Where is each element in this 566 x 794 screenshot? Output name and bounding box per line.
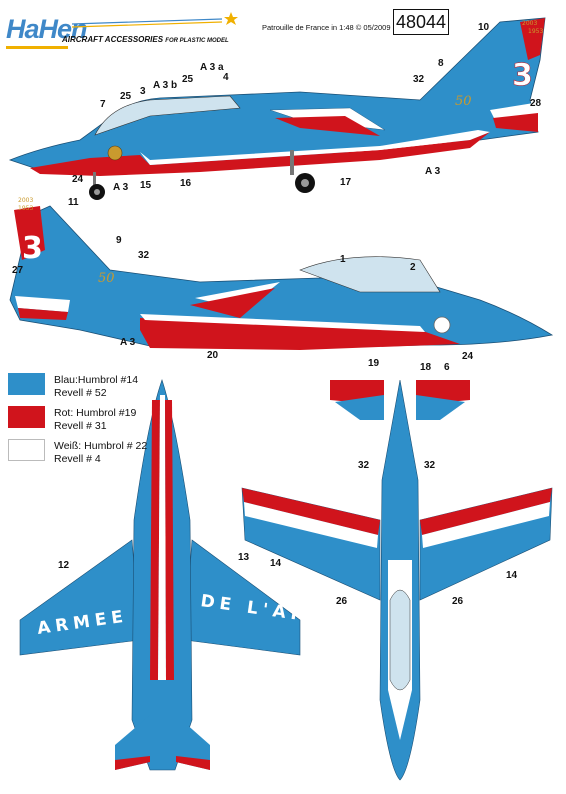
callout: 2 — [410, 262, 416, 273]
callout: 17 — [340, 177, 352, 188]
scale-copyright: Patrouille de France in 1:48 © 05/2009 — [262, 23, 391, 32]
callout: 11 — [68, 197, 79, 208]
legend-white: Weiß: Humbrol # 22 Revell # 4 — [54, 440, 174, 466]
tail-red-stripe — [493, 113, 538, 132]
callout: 24 — [462, 351, 474, 362]
callout: 32 — [138, 250, 150, 261]
fin-tip-red — [520, 18, 545, 60]
tail-number-2: 3 — [22, 231, 43, 266]
white-band — [140, 130, 490, 165]
sheet-number: 48044 — [393, 9, 449, 35]
main-gear-strut — [290, 150, 294, 175]
callout: 28 — [530, 98, 542, 109]
callout: 14 — [506, 570, 518, 581]
callout: 10 — [478, 22, 490, 33]
callouts-bottom: 11 9 32 27 1 2 A 3 20 19 18 6 24 — [12, 197, 474, 373]
callout: 26 — [336, 596, 348, 607]
callout: A 3 — [120, 337, 136, 348]
tail-number: 3 — [512, 58, 533, 93]
tail-anniversary: 50 — [455, 94, 472, 109]
lower-red-band — [30, 132, 490, 176]
callout: A 3 a — [200, 62, 224, 73]
fuselage-blue — [8, 17, 546, 173]
callout: A 3 — [425, 166, 441, 177]
callout: 24 — [72, 174, 84, 185]
legend-red-line1: Rot: Humbrol #19 — [54, 407, 137, 419]
tail-anniversary-2: 50 — [98, 271, 115, 286]
callout: 20 — [207, 350, 219, 361]
legend-swatch-white — [8, 439, 45, 461]
callout: 1 — [340, 254, 346, 265]
fin-tip-red-2 — [14, 206, 45, 260]
callout: A 3 — [113, 182, 129, 193]
tail-white-stripe-2 — [15, 296, 70, 312]
callout: 15 — [140, 180, 152, 191]
legend-white-line2: Revell # 4 — [54, 453, 101, 465]
legend-swatch-red — [8, 406, 45, 428]
callout: 6 — [444, 362, 450, 373]
tail-year-bottom-2: 1953 — [18, 205, 33, 212]
planform-upper — [241, 379, 553, 781]
callout: 25 — [120, 91, 132, 102]
tail-year-top-2: 2003 — [18, 197, 33, 204]
wing-red-flash-2 — [190, 288, 275, 318]
callout: A 3 b — [153, 80, 177, 91]
tailplane-right — [176, 715, 210, 770]
lower-red-band-2 — [140, 318, 460, 350]
callout: 27 — [12, 265, 24, 276]
callout: 32 — [413, 74, 425, 85]
callout: 3 — [140, 86, 146, 97]
callout: 16 — [180, 178, 192, 189]
subtitle-small: FOR PLASTIC MODEL — [165, 38, 229, 44]
callout: 7 — [100, 99, 106, 110]
planform-underside: ARMEE DE L'AIR — [19, 379, 321, 771]
callout: 18 — [420, 362, 432, 373]
legend-swatch-blue — [8, 373, 45, 395]
tail-year-bottom: 1953 — [528, 28, 543, 35]
tailplane-left — [115, 715, 150, 770]
logo-underline — [6, 46, 68, 49]
tail-year-top: 2003 — [522, 20, 537, 27]
callout: 32 — [424, 460, 436, 471]
callout: 14 — [270, 558, 282, 569]
legend-blue: Blau:Humbrol #14 Revell # 52 — [54, 374, 174, 400]
legend-blue-line1: Blau:Humbrol #14 — [54, 374, 139, 386]
callout: 9 — [116, 235, 122, 246]
callouts-top: 10 8 32 28 A 3 a 4 A 3 b 25 3 25 7 24 A … — [72, 22, 542, 193]
legend-white-line1: Weiß: Humbrol # 22 — [54, 440, 148, 452]
callouts-planform: 12 13 32 32 14 14 26 26 — [58, 460, 518, 607]
callout: 32 — [358, 460, 370, 471]
roundel-icon — [433, 316, 451, 334]
legend-red: Rot: Humbrol #19 Revell # 31 — [54, 407, 174, 433]
legend-blue-line2: Revell # 52 — [54, 387, 107, 399]
callout: 8 — [438, 58, 444, 69]
callout: 26 — [452, 596, 464, 607]
subtitle-main: AIRCRAFT ACCESSORIES — [62, 35, 164, 44]
callout: 25 — [182, 74, 194, 85]
profile-right-side: 3 50 2003 1953 — [9, 197, 554, 350]
callout: 13 — [238, 552, 250, 563]
callout: 19 — [368, 358, 380, 369]
upper-canopy — [389, 589, 411, 691]
wing-red-flash — [275, 116, 380, 136]
nose-gear-strut — [93, 172, 96, 188]
subtitle: AIRCRAFT ACCESSORIES FOR PLASTIC MODEL — [62, 35, 229, 44]
white-band-2 — [140, 314, 425, 332]
callout: 4 — [223, 72, 229, 83]
legend-red-line2: Revell # 31 — [54, 420, 107, 432]
badge-icon — [107, 145, 123, 161]
tail-red-stripe-2 — [18, 308, 68, 320]
callout: 12 — [58, 560, 70, 571]
canopy — [94, 95, 241, 136]
profile-left-side: 3 50 2003 1953 — [8, 17, 546, 200]
canopy-2 — [299, 256, 441, 293]
